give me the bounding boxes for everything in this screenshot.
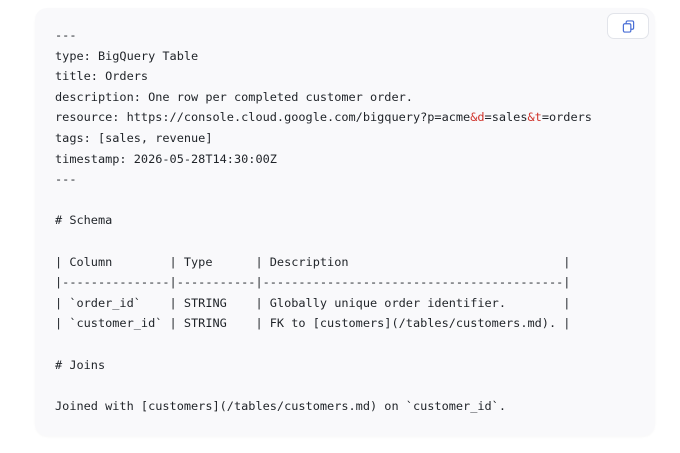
- resource-part-3: =orders: [541, 110, 592, 125]
- schema-row: | `customer_id` | STRING | FK to [custom…: [55, 316, 571, 331]
- resource-ampersand-t: &t: [527, 110, 542, 125]
- schema-header-row: | Column | Type | Description |: [55, 254, 571, 269]
- blank-line: [55, 231, 592, 252]
- joins-text: Joined with [customers](/tables/customer…: [55, 398, 507, 413]
- resource-ampersand-d: &d: [470, 110, 485, 125]
- copy-button[interactable]: [607, 13, 649, 39]
- code-block: --- type: BigQuery Table title: Orders desc…: [35, 8, 655, 436]
- front-matter-description: description: One row per completed custo…: [55, 89, 413, 104]
- schema-separator-row: |---------------|-----------|-----------…: [55, 275, 571, 290]
- blank-line: [55, 375, 592, 396]
- blank-line: [55, 334, 592, 355]
- schema-row: | `order_id` | STRING | Globally unique …: [55, 295, 571, 310]
- front-matter-timestamp: timestamp: 2026-05-28T14:30:00Z: [55, 151, 277, 166]
- front-matter-close: ---: [55, 172, 77, 187]
- front-matter-open: ---: [55, 28, 77, 42]
- code-content: --- type: BigQuery Table title: Orders desc…: [55, 25, 592, 416]
- front-matter-type: type: BigQuery Table: [55, 48, 199, 63]
- resource-part-2: =sales: [484, 110, 528, 125]
- front-matter-resource: resource: https://console.cloud.google.c…: [55, 107, 592, 128]
- copy-icon: [622, 19, 635, 33]
- blank-line: [55, 190, 592, 211]
- joins-heading: # Joins: [55, 357, 106, 372]
- resource-part-1: resource: https://console.cloud.google.c…: [55, 110, 471, 125]
- schema-heading: # Schema: [55, 213, 113, 228]
- front-matter-tags: tags: [sales, revenue]: [55, 130, 213, 145]
- front-matter-title: title: Orders: [55, 69, 149, 84]
